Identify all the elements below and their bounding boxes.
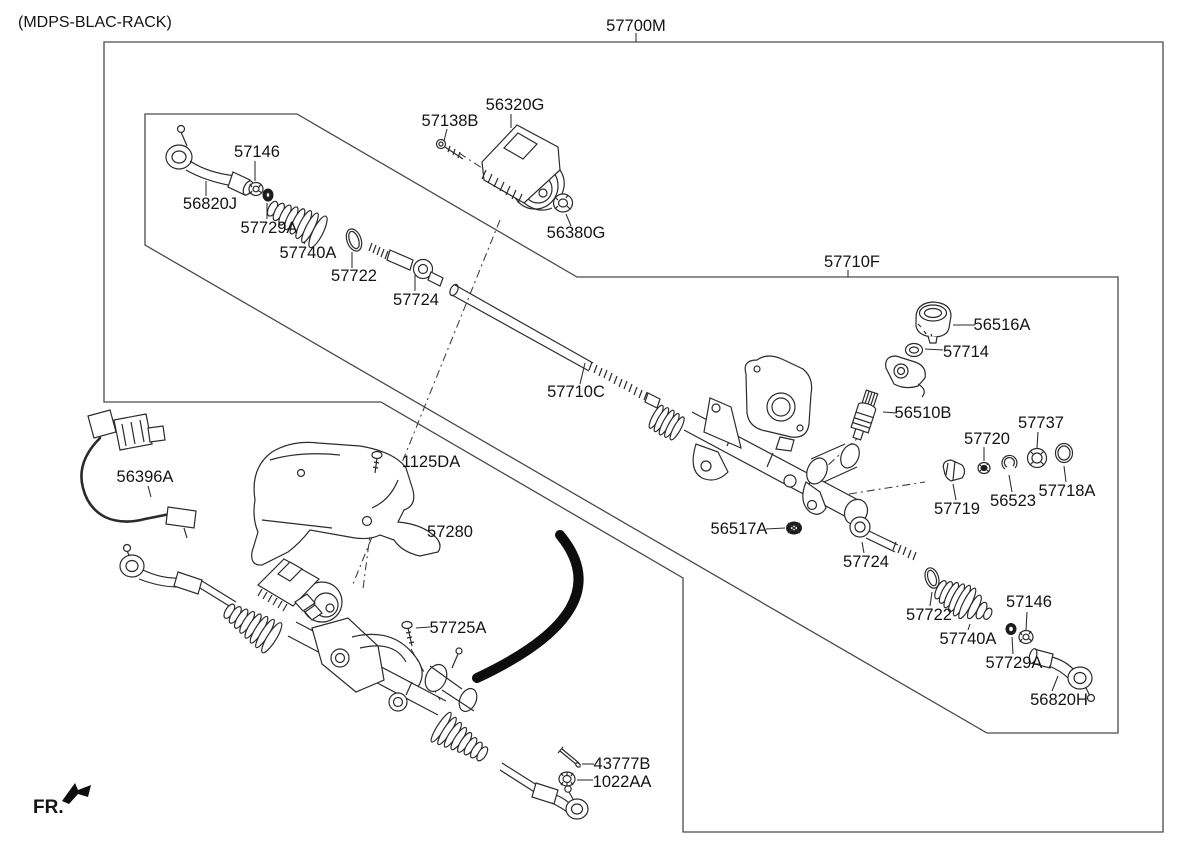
leader-lines	[147, 33, 1067, 781]
part-label-57146-lower[interactable]: 57146	[1006, 593, 1052, 611]
part-label-57138b[interactable]: 57138B	[422, 112, 479, 130]
part-label-57710f[interactable]: 57710F	[824, 253, 880, 271]
drawing-inner-tie-rod-57724-lower	[849, 516, 917, 561]
part-label-56820j[interactable]: 56820J	[183, 195, 237, 213]
part-label-57722-upper[interactable]: 57722	[331, 267, 377, 285]
part-label-56523[interactable]: 56523	[990, 492, 1036, 510]
part-label-56396a[interactable]: 56396A	[117, 468, 174, 486]
drawing-snap-ring-56523	[1001, 454, 1018, 470]
drawing-grommet-56380g	[552, 193, 574, 213]
drawing-bolt-57138b	[435, 138, 464, 160]
part-label-57740a-upper[interactable]: 57740A	[280, 244, 337, 262]
drawing-main-assembly	[119, 543, 589, 820]
drawing-ring-nut-57737	[1026, 447, 1048, 469]
part-label-1125da[interactable]: 1125DA	[402, 453, 460, 471]
part-label-57722-lower[interactable]: 57722	[906, 606, 952, 624]
part-label-57719[interactable]: 57719	[934, 500, 980, 518]
drawing-oring-57722-upper	[345, 228, 363, 252]
fr-direction-label: FR.	[33, 797, 64, 818]
reference-swoosh	[472, 530, 584, 683]
box-57710F	[144, 113, 1119, 734]
drawing-plug-57719	[942, 459, 966, 482]
part-label-56516a[interactable]: 56516A	[974, 316, 1031, 334]
part-label-56510b[interactable]: 56510B	[895, 404, 952, 422]
drawing-oring-57718a	[1054, 442, 1074, 464]
box-57700M	[103, 41, 1164, 833]
drawing-pinion-56510b	[850, 389, 879, 441]
assembly-reference-lines	[352, 152, 926, 701]
part-label-57729a-lower[interactable]: 57729A	[986, 654, 1043, 672]
part-label-56380g[interactable]: 56380G	[547, 224, 606, 242]
drawing-grommet-56517a	[786, 521, 802, 535]
drawing-housing-cover	[744, 355, 813, 452]
drawing-dust-seal-57714	[904, 342, 924, 358]
drawing-yoke-cap	[885, 355, 926, 398]
drawing-motor-56320g	[481, 124, 565, 211]
page-title: (MDPS-BLAC-RACK)	[18, 14, 172, 31]
part-label-57724-lower[interactable]: 57724	[843, 553, 889, 571]
drawing-inner-tie-rod-57724-upper	[368, 242, 444, 287]
drawing-boot-57740a-upper	[266, 200, 328, 249]
part-label-56517a[interactable]: 56517A	[711, 520, 768, 538]
part-label-57280[interactable]: 57280	[427, 523, 473, 541]
part-label-57714[interactable]: 57714	[943, 343, 989, 361]
drawing-clamp-57729a-lower	[1005, 623, 1017, 635]
drawing-rack-bar-57710c	[449, 283, 661, 409]
part-label-57718a[interactable]: 57718A	[1039, 482, 1096, 500]
drawing-bolt-1125da	[371, 450, 383, 474]
part-label-57720[interactable]: 57720	[964, 430, 1010, 448]
drawing-valve-housing	[802, 443, 860, 515]
drawing-harness-56396a	[80, 409, 197, 539]
drawing-washer-57146-upper	[248, 181, 264, 197]
drawing-nut-57146-lower	[1018, 629, 1034, 645]
part-label-56820h[interactable]: 56820H	[1030, 691, 1088, 709]
drawing-clip-57720	[977, 461, 991, 475]
part-label-56320g[interactable]: 56320G	[486, 96, 545, 114]
drawing-cap-56516a	[915, 301, 952, 344]
part-label-1022aa[interactable]: 1022AA	[593, 773, 652, 791]
drawing-oring-57722-lower	[924, 567, 940, 589]
part-label-57737[interactable]: 57737	[1018, 414, 1064, 432]
drawing-pin-43777b	[557, 746, 581, 768]
part-label-57710c[interactable]: 57710C	[547, 383, 605, 401]
drawing-boot-57740a-lower	[934, 579, 993, 620]
drawing-tie-rod-end-56820h	[1028, 648, 1096, 703]
assembly-group-boxes	[103, 41, 1164, 833]
part-label-57729a-upper[interactable]: 57729A	[241, 219, 298, 237]
part-label-57146-upper[interactable]: 57146	[234, 143, 280, 161]
fr-direction-arrow-icon	[62, 783, 91, 804]
drawing-nut-1022aa	[558, 771, 576, 787]
labels-layer: (MDPS-BLAC-RACK) 57700M 57710F 56320G 57…	[18, 14, 1095, 818]
part-label-57700m[interactable]: 57700M	[606, 17, 666, 35]
drawing-clamp-57729a-upper	[262, 188, 274, 202]
part-label-57724-upper[interactable]: 57724	[393, 291, 439, 309]
drawing-heat-shield-57280	[251, 441, 441, 566]
part-label-43777b[interactable]: 43777B	[594, 755, 651, 773]
drawing-tie-rod-end-56820j	[165, 124, 254, 196]
drawing-gear-housing	[648, 397, 869, 526]
part-label-57725a[interactable]: 57725A	[430, 619, 487, 637]
part-label-57740a-lower[interactable]: 57740A	[940, 630, 997, 648]
drawing-bolt-57725a	[401, 620, 415, 647]
